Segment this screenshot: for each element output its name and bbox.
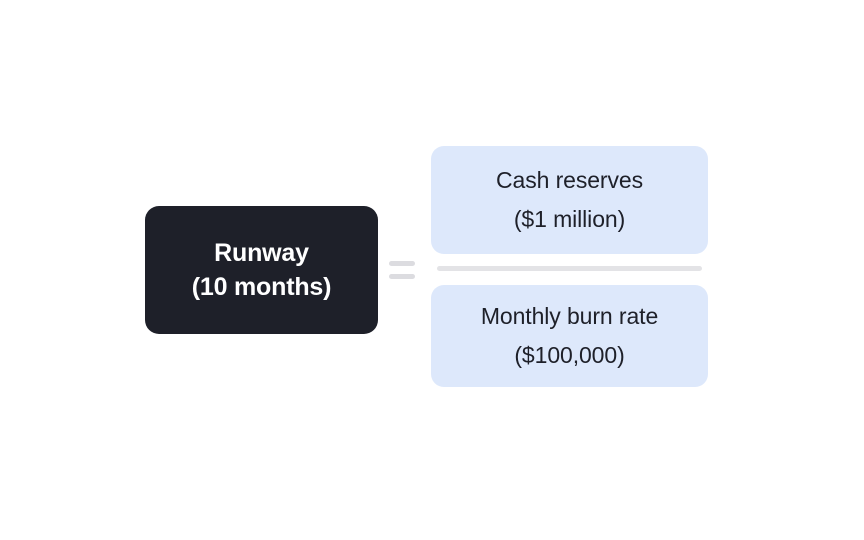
result-label-primary: Runway <box>214 239 309 267</box>
denominator-node-burn-rate: Monthly burn rate ($100,000) <box>431 285 708 387</box>
numerator-node-cash-reserves: Cash reserves ($1 million) <box>431 146 708 254</box>
fraction-divider-bar <box>437 266 702 271</box>
numerator-label-primary: Cash reserves <box>496 167 643 194</box>
numerator-label-value: ($1 million) <box>513 206 626 232</box>
equals-icon <box>389 259 415 281</box>
equals-bar-top <box>389 261 415 266</box>
result-label-value: (10 months) <box>191 273 332 301</box>
equals-bar-bottom <box>389 274 415 279</box>
denominator-label-value: ($100,000) <box>514 342 625 368</box>
denominator-label-primary: Monthly burn rate <box>480 303 659 330</box>
result-node-runway: Runway (10 months) <box>145 206 378 334</box>
fraction-group: Cash reserves ($1 million) Monthly burn … <box>431 146 708 387</box>
